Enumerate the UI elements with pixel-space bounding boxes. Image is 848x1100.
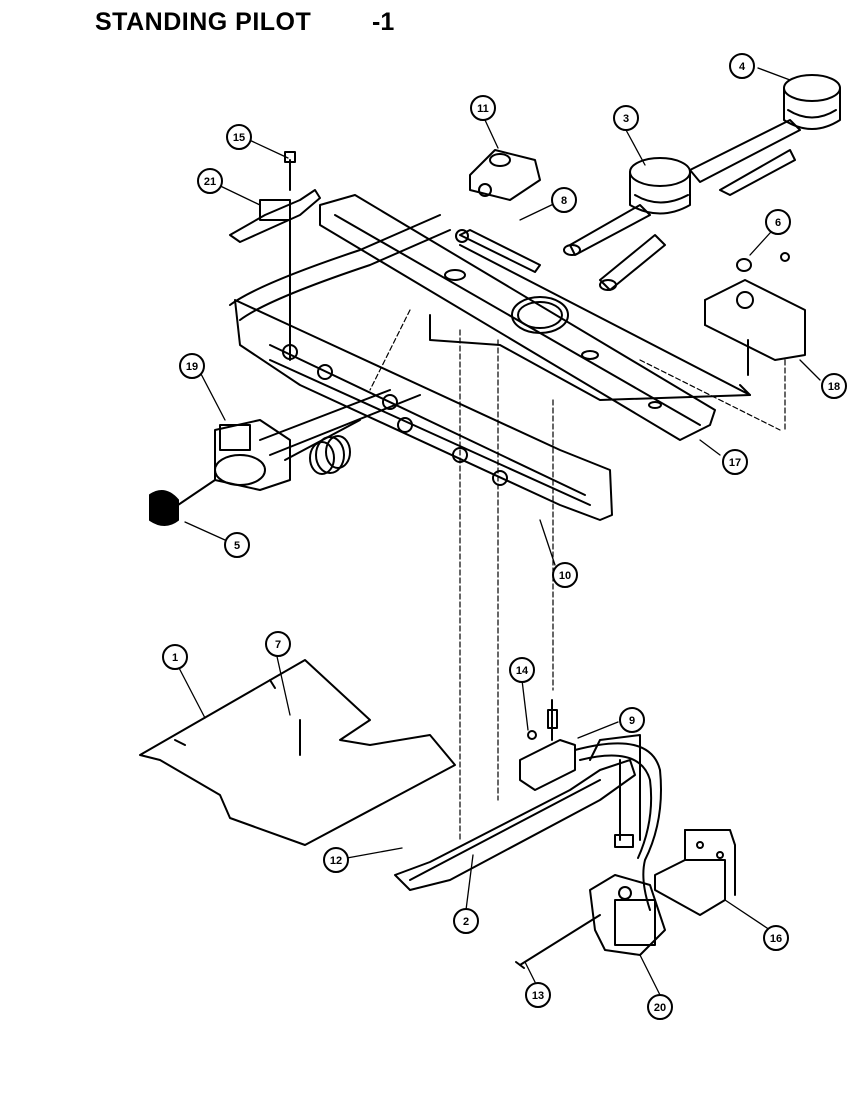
callout-5: 5 [224,532,250,558]
pilot-connector-8 [455,229,541,273]
callout-number: 3 [623,113,629,125]
page-title-suffix: -1 [372,8,395,36]
bracket-9 [519,699,576,791]
pilot-tubing [229,214,751,401]
thermocouple-coil [309,435,351,475]
callout-13: 13 [525,982,551,1008]
manifold-bracket [319,194,716,441]
callout-number: 11 [477,103,489,115]
lower-bracket-2 [394,734,641,891]
callout-8: 8 [551,187,577,213]
callout-circle [197,168,223,194]
callout-1: 1 [162,644,188,670]
callout-9: 9 [619,707,645,733]
callout-number: 1 [172,652,178,664]
callout-circle [179,353,205,379]
callout-number: 8 [561,195,567,207]
callout-12: 12 [323,847,349,873]
callout-number: 16 [770,933,782,945]
mounting-bracket-18 [704,252,806,376]
leader-lines [177,67,821,996]
callout-circle [525,982,551,1008]
callout-number: 15 [233,132,245,144]
callout-circle [453,908,479,934]
callout-17: 17 [722,449,748,475]
burner-manifold [234,299,613,521]
callout-number: 9 [629,715,635,727]
callout-circle [729,53,755,79]
callout-circle [551,187,577,213]
burner-head-4 [689,74,841,196]
callout-circle [763,925,789,951]
callout-circle [224,532,250,558]
callout-2: 2 [453,908,479,934]
callout-4: 4 [729,53,755,79]
pilot-bracket-11 [469,149,541,201]
callout-circle [552,562,578,588]
callout-15: 15 [226,124,252,150]
lower-tubing [574,742,662,911]
callout-circle [226,124,252,150]
callout-circle [647,994,673,1020]
callout-circle [821,373,847,399]
control-knob-5 [149,479,216,526]
callout-number: 18 [828,381,840,393]
assembly-guides [369,309,786,841]
callout-number: 14 [516,665,529,677]
callout-20: 20 [647,994,673,1020]
callout-circle [265,631,291,657]
callout-10: 10 [552,562,578,588]
callout-11: 11 [470,95,496,121]
callout-circle [323,847,349,873]
callout-number: 19 [186,361,198,373]
callout-18: 18 [821,373,847,399]
callout-6: 6 [765,209,791,235]
pilot-valve-20 [589,874,666,956]
callout-number: 20 [654,1002,666,1014]
callout-19: 19 [179,353,205,379]
callout-number: 5 [234,540,240,552]
callout-7: 7 [265,631,291,657]
bracket-16 [654,829,736,916]
callout-circle [765,209,791,235]
callout-circle [613,105,639,131]
callout-number: 6 [775,217,781,229]
valve-21-assembly [229,151,321,361]
callout-21: 21 [197,168,223,194]
callout-number: 10 [559,570,571,582]
callout-number: 12 [330,855,342,867]
callout-circle [722,449,748,475]
callout-circle [509,657,535,683]
callout-number: 4 [739,61,746,73]
callout-16: 16 [763,925,789,951]
callout-circle [162,644,188,670]
gas-valve-19 [214,389,421,491]
page-title: STANDING PILOT [95,8,312,36]
callout-number: 2 [463,916,469,928]
callout-number: 13 [532,990,544,1002]
callout-number: 17 [729,457,741,469]
callout-circle [470,95,496,121]
callout-14: 14 [509,657,535,683]
callout-circle [619,707,645,733]
callout-3: 3 [613,105,639,131]
callout-number: 7 [275,639,281,651]
burner-head-3 [563,157,691,291]
callout-number: 21 [204,176,216,188]
screw-13 [515,914,601,969]
heat-shield-1 [139,659,456,846]
